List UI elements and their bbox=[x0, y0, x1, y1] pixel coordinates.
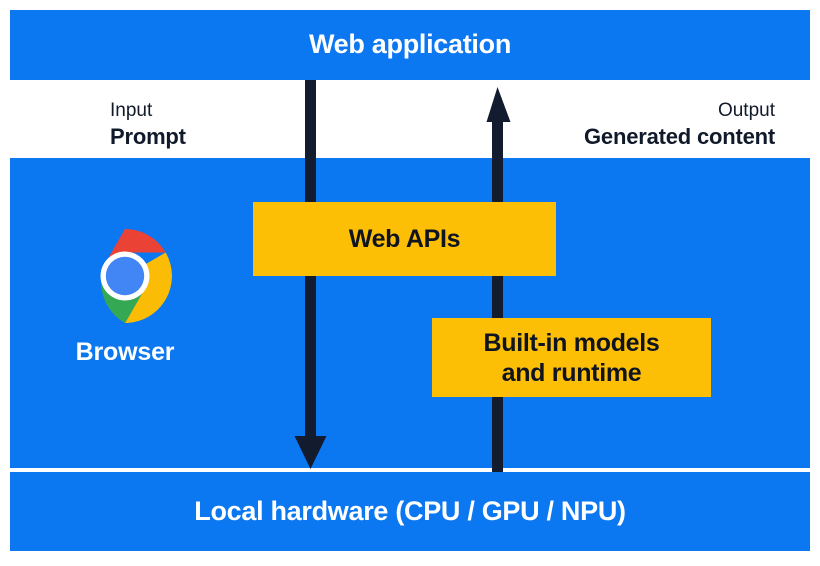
browser-group: Browser bbox=[52, 228, 198, 367]
band-web-application: Web application bbox=[10, 10, 810, 80]
box-builtin-models-line2: and runtime bbox=[501, 358, 642, 387]
box-web-apis-label: Web APIs bbox=[348, 225, 461, 253]
input-value-label: Prompt bbox=[110, 124, 186, 150]
web-application-title: Web application bbox=[308, 29, 512, 59]
input-kind-label: Input bbox=[110, 100, 153, 121]
output-label-group: Output Generated content bbox=[584, 99, 775, 151]
box-web-apis: Web APIs bbox=[253, 202, 556, 276]
chrome-logo-icon bbox=[100, 228, 172, 324]
box-builtin-models-label: Built-in models and runtime bbox=[483, 328, 659, 388]
box-builtin-models-line1: Built-in models bbox=[483, 328, 660, 357]
input-label-group: Input Prompt bbox=[110, 99, 186, 151]
band-local-hardware: Local hardware (CPU / GPU / NPU) bbox=[10, 472, 810, 551]
local-hardware-title: Local hardware (CPU / GPU / NPU) bbox=[194, 496, 626, 526]
box-builtin-models: Built-in models and runtime bbox=[432, 318, 711, 397]
output-value-label: Generated content bbox=[584, 124, 775, 150]
output-kind-label: Output bbox=[717, 100, 775, 121]
browser-label: Browser bbox=[75, 338, 175, 366]
